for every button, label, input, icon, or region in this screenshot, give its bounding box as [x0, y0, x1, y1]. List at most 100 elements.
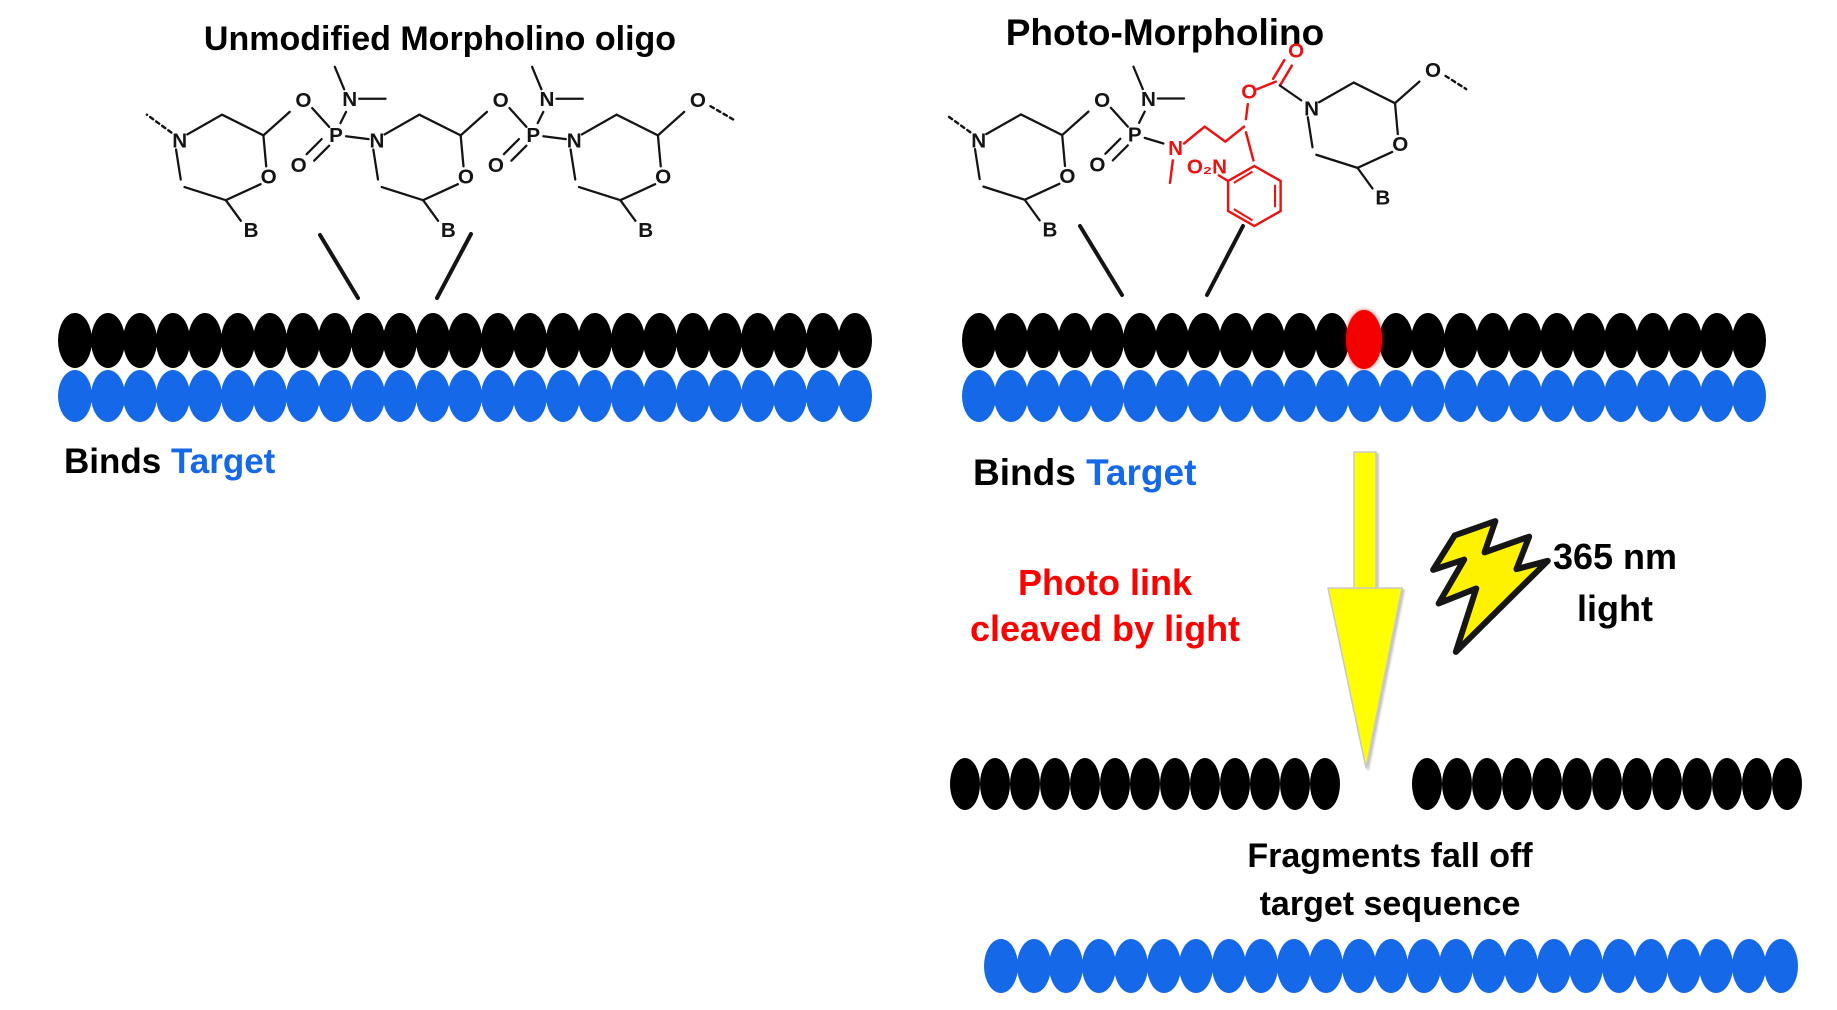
atom-label: N [370, 130, 385, 153]
atom-label: O [1425, 59, 1441, 82]
left-oligo-row-oval [545, 313, 580, 368]
left-oligo-row-oval [58, 313, 92, 368]
left-target-row-oval [123, 370, 157, 422]
binds-word: Binds [973, 452, 1076, 493]
left-target-row-oval [740, 370, 775, 422]
released-target-row-oval [1569, 939, 1603, 993]
atom-label: O [493, 89, 509, 112]
left-oligo-row-oval [448, 313, 482, 368]
left-target-row-oval [708, 370, 742, 422]
photo-link-line1: Photo link [1018, 562, 1192, 603]
fragment-right-row-oval [1592, 758, 1622, 810]
right-oligo-row-oval [1539, 313, 1574, 368]
left-oligo-row-oval [513, 313, 547, 368]
right-target-row-oval [962, 370, 996, 422]
left-oligo-row-oval [643, 313, 677, 368]
left-oligo-row-oval [188, 313, 222, 368]
fragment-left-row-oval [1100, 758, 1130, 810]
atom-label: N [567, 130, 582, 153]
fragment-left-row-oval [1040, 758, 1070, 810]
right-target-row-oval [1218, 370, 1253, 422]
left-target-row-oval [188, 370, 222, 422]
left-target-row-oval [253, 370, 287, 422]
atom-label: O [1059, 165, 1075, 188]
atom-label: B [1375, 186, 1390, 209]
left-oligo-row-oval [415, 313, 450, 368]
left-target-row-oval [773, 370, 807, 422]
atom-label: N [1168, 137, 1183, 160]
released-target-row-oval [1601, 939, 1636, 993]
fragment-left-row-oval [1160, 758, 1190, 810]
right-target-row-oval [1507, 370, 1542, 422]
left-target-row-oval [513, 370, 547, 422]
left-target-row-oval [578, 370, 612, 422]
released-target-row-oval [1309, 939, 1343, 993]
right-oligo-row-oval [1379, 313, 1414, 368]
atom-label: O [488, 154, 504, 177]
target-word: Target [1086, 452, 1197, 493]
released-target-row-oval [1016, 939, 1051, 993]
fragment-right-row-oval [1652, 758, 1682, 810]
morpholine-ring-b: N O B O [1304, 59, 1468, 209]
atom-label: O [1089, 154, 1105, 177]
released-target-row-oval [1244, 939, 1278, 993]
left-oligo-row-oval [675, 313, 710, 368]
released-target-row-oval [984, 939, 1018, 993]
right-oligo-row-oval [1475, 313, 1510, 368]
left-target-row-oval [90, 370, 125, 422]
fragments-line2: target sequence [1259, 885, 1521, 923]
right-target-row-oval [1186, 370, 1221, 422]
released-target-row-oval [1276, 939, 1311, 993]
fragment-left-row-oval [1070, 758, 1100, 810]
left-oligo-row-oval [773, 313, 807, 368]
fragment-left-row-oval [1250, 758, 1280, 810]
right-oligo-row-oval [1700, 313, 1735, 368]
fragment-left-row-oval [1130, 758, 1160, 810]
fragment-left-row-oval [1190, 758, 1220, 810]
released-target-row-oval [1666, 939, 1701, 993]
left-target-row-oval [58, 370, 92, 422]
photo-linker-red: N O O O₂N [1168, 39, 1304, 228]
right-target-row-oval [1668, 370, 1703, 422]
fragment-right-row-oval [1502, 758, 1532, 810]
morpholine-ring-a: N O B [945, 113, 1075, 241]
fragment-left-row-oval [1280, 758, 1310, 810]
binds-target-label-left: Binds Target [64, 442, 275, 482]
left-oligo-row-oval [155, 313, 190, 368]
nm-line1: 365 nm [1552, 536, 1678, 577]
atom-label: N [540, 88, 555, 111]
atom-label: N [1304, 97, 1319, 120]
released-target-row-oval [1341, 939, 1376, 993]
released-target-row-oval [1406, 939, 1441, 993]
released-target-row-oval [1634, 939, 1668, 993]
right-oligo-row-oval [1154, 313, 1189, 368]
left-target-row-oval [480, 370, 515, 422]
left-target-row-oval [415, 370, 450, 422]
left-oligo-row-oval [123, 313, 157, 368]
phosphorodiamidate-link-2: O P O N [459, 65, 584, 177]
left-oligo-row-oval [708, 313, 742, 368]
atom-label: N [1141, 88, 1156, 111]
released-target-row-oval [1764, 939, 1798, 993]
left-target-row-oval [643, 370, 677, 422]
fragment-left-row-oval [950, 758, 980, 810]
left-oligo-row-oval [318, 313, 352, 368]
atom-label: O [655, 165, 671, 188]
phosphorodiamidate-link: O P O N [1061, 65, 1186, 177]
atom-label: O [295, 89, 311, 112]
right-oligo-row-oval [1604, 313, 1638, 368]
right-oligo-row-oval [1315, 313, 1350, 368]
right-target-row-oval [1379, 370, 1414, 422]
atom-label: N [172, 130, 187, 153]
right-oligo-row-oval [1411, 313, 1446, 368]
right-panel-title: Photo-Morpholino [1005, 12, 1325, 53]
left-target-row-oval [285, 370, 320, 422]
released-target-row-oval [1699, 939, 1733, 993]
left-oligo-row-oval [740, 313, 775, 368]
atom-label: P [329, 124, 343, 147]
atom-label: O [1288, 39, 1304, 62]
atom-label: N [971, 129, 986, 152]
right-oligo-row-oval [1090, 313, 1125, 368]
fragment-left-row-oval [1310, 758, 1340, 810]
phosphorodiamidate-link-1: O P O N [262, 65, 387, 177]
